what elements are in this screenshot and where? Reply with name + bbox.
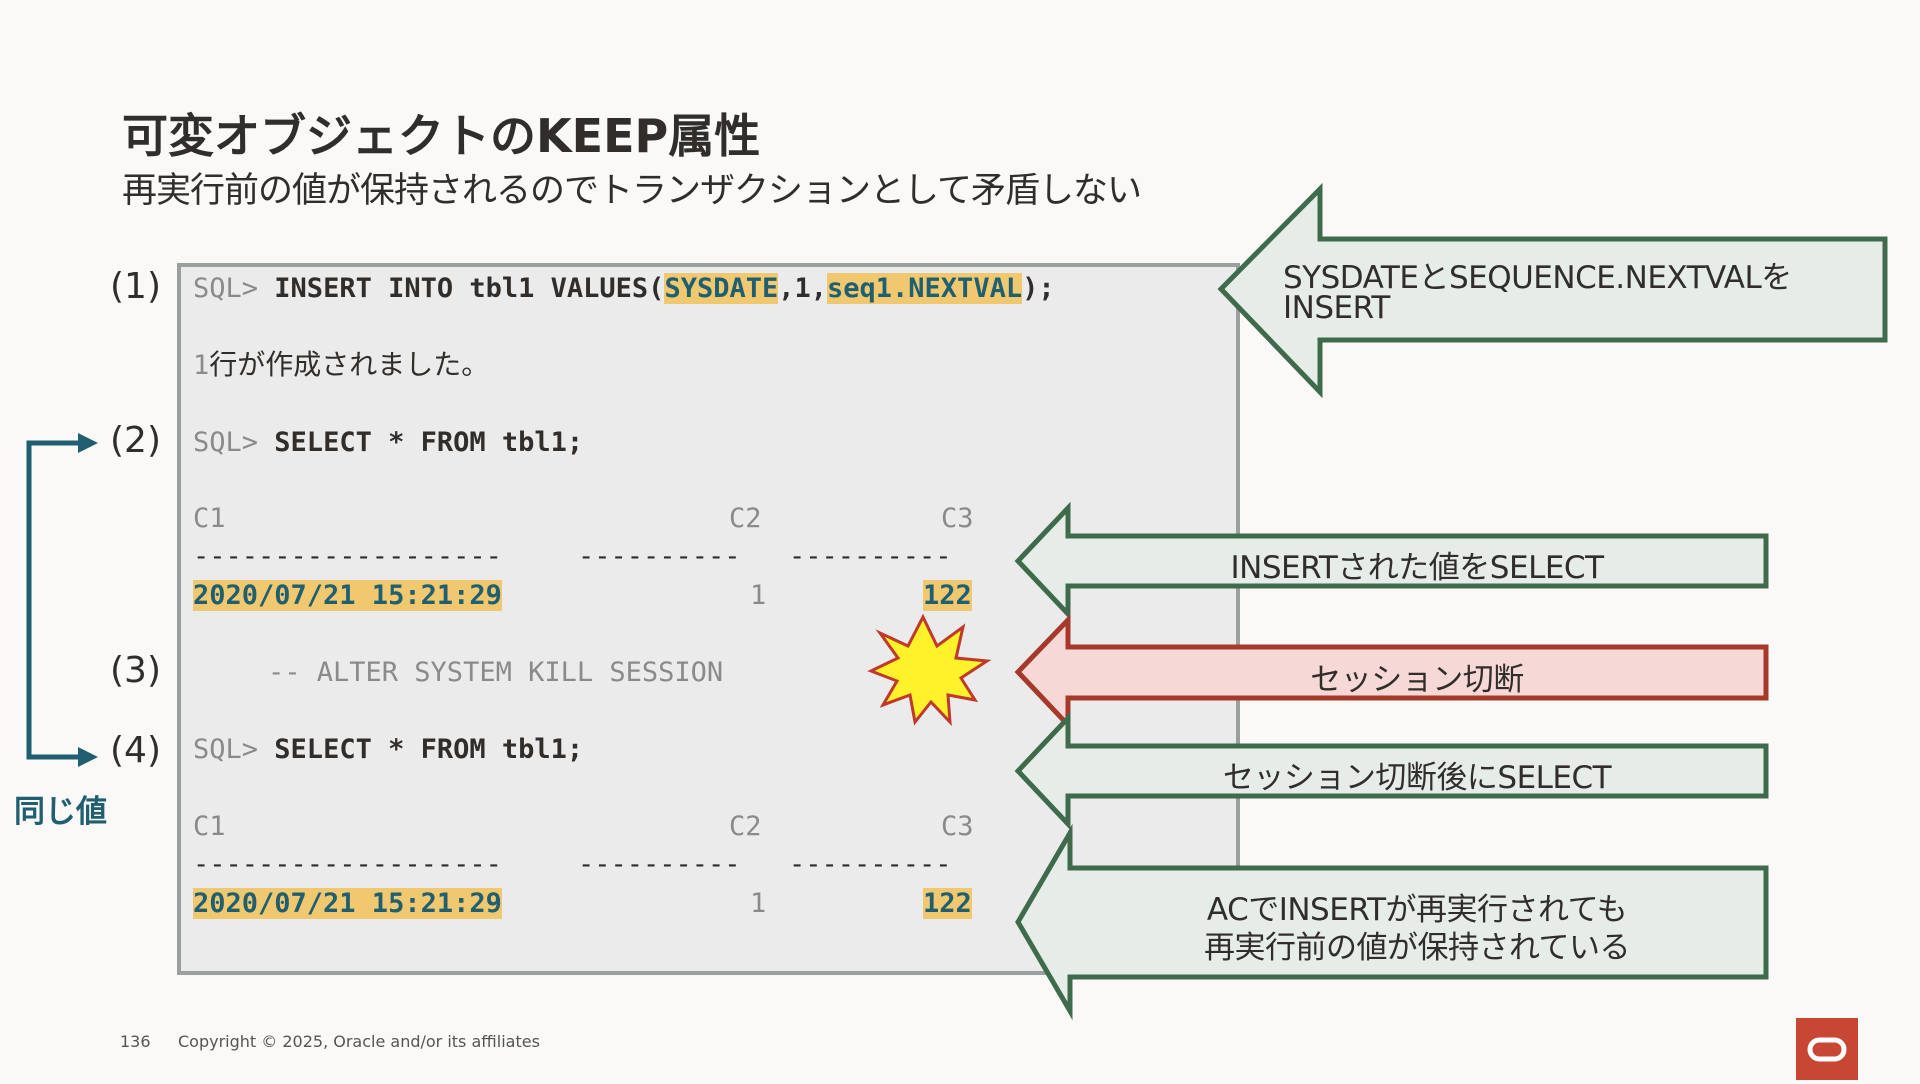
step-label-3: (3) bbox=[110, 650, 161, 691]
bracket-arrowhead-bottom bbox=[78, 747, 98, 767]
code-line-select-2: SQL> SELECT * FROM tbl1; bbox=[193, 733, 583, 767]
callout-insert-text-1: SYSDATEとSEQUENCE.NEXTVALを bbox=[1283, 260, 1792, 296]
result-2-c3: 122 bbox=[923, 887, 972, 921]
callout-select-after-text: セッション切断後にSELECT bbox=[1222, 760, 1612, 796]
result-2-divider-c2: ---------- bbox=[578, 849, 741, 880]
result-2-c2-value: 1 bbox=[750, 888, 767, 919]
result-1-c2-value: 1 bbox=[750, 580, 767, 611]
select-statement: SELECT * FROM tbl1; bbox=[274, 427, 584, 458]
callout-insert-text-2: INSERT bbox=[1283, 290, 1390, 326]
result-1-divider-c3: ---------- bbox=[789, 541, 952, 572]
result-2-c3-value: 122 bbox=[923, 888, 972, 919]
callout-select-text: INSERTされた値をSELECT bbox=[1230, 550, 1604, 586]
oracle-logo bbox=[1796, 1018, 1858, 1080]
result-2-col-c3: C3 bbox=[941, 811, 974, 842]
slide-title: 可変オブジェクトのKEEP属性 bbox=[122, 109, 761, 163]
result-1-c3-value: 122 bbox=[923, 580, 972, 611]
code-line-insert: SQL> INSERT INTO tbl1 VALUES(SYSDATE,1,s… bbox=[193, 272, 1055, 306]
page-number: 136 bbox=[120, 1032, 151, 1051]
explosion-icon bbox=[867, 613, 992, 727]
callout-kill-text: セッション切断 bbox=[1310, 662, 1524, 698]
sql-prompt: SQL> bbox=[193, 427, 259, 458]
result-1-col-c2: C2 bbox=[729, 503, 762, 534]
kill-session-comment: -- ALTER SYSTEM KILL SESSION bbox=[268, 657, 724, 688]
same-value-bracket bbox=[26, 440, 88, 760]
sql-prompt: SQL> bbox=[193, 273, 259, 304]
callout-ac-text-2: 再実行前の値が保持されている bbox=[1203, 930, 1631, 966]
result-2-col-c2: C2 bbox=[729, 811, 762, 842]
callout-arrow-select bbox=[1014, 501, 1769, 621]
callout-ac-text-1: ACでINSERTが再実行されても bbox=[1206, 892, 1628, 928]
result-1-col-c1: C1 bbox=[193, 503, 226, 534]
sql-prompt: SQL> bbox=[193, 734, 259, 765]
insert-statement: INSERT INTO tbl1 VALUES( bbox=[274, 273, 665, 304]
callout-arrow-insert bbox=[1217, 182, 1888, 399]
bracket-arrowhead-top bbox=[78, 433, 98, 453]
copyright-text: Copyright © 2025, Oracle and/or its affi… bbox=[178, 1032, 540, 1051]
row-created-message: 行が作成されました。 bbox=[209, 348, 490, 381]
oracle-logo-icon bbox=[1807, 1037, 1847, 1062]
result-1-col-c3: C3 bbox=[941, 503, 974, 534]
result-2-col-c1: C1 bbox=[193, 811, 226, 842]
step-label-1: (1) bbox=[110, 266, 161, 307]
result-2-divider-c1: ------------------- bbox=[193, 849, 502, 880]
result-1-c3: 122 bbox=[923, 579, 972, 613]
result-1-row: 2020/07/21 15:21:29 bbox=[193, 579, 502, 613]
insert-separator: ,1, bbox=[778, 273, 828, 304]
result-2-date: 2020/07/21 15:21:29 bbox=[193, 888, 502, 919]
result-2-row: 2020/07/21 15:21:29 bbox=[193, 887, 502, 921]
select-statement-2: SELECT * FROM tbl1; bbox=[274, 734, 584, 765]
callout-arrow-select-after bbox=[1014, 711, 1769, 831]
sysdate-highlight: SYSDATE bbox=[664, 273, 779, 304]
result-2-divider-c3: ---------- bbox=[789, 849, 952, 880]
code-line-select-1: SQL> SELECT * FROM tbl1; bbox=[193, 426, 583, 460]
sequence-highlight: seq1.NEXTVAL bbox=[827, 273, 1023, 304]
same-value-label: 同じ値 bbox=[14, 794, 107, 830]
result-1-date: 2020/07/21 15:21:29 bbox=[193, 580, 502, 611]
row-count: 1 bbox=[193, 350, 210, 381]
insert-end: ); bbox=[1022, 273, 1055, 304]
code-line-insert-result: 1行が作成されました。 bbox=[193, 348, 489, 383]
step-label-4: (4) bbox=[110, 730, 161, 771]
result-1-divider-c2: ---------- bbox=[578, 541, 741, 572]
result-1-divider-c1: ------------------- bbox=[193, 541, 502, 572]
callout-arrow-ac-replay bbox=[1015, 823, 1769, 1021]
slide-subtitle: 再実行前の値が保持されるのでトランザクションとして矛盾しない bbox=[122, 171, 1142, 211]
step-label-2: (2) bbox=[110, 420, 161, 461]
